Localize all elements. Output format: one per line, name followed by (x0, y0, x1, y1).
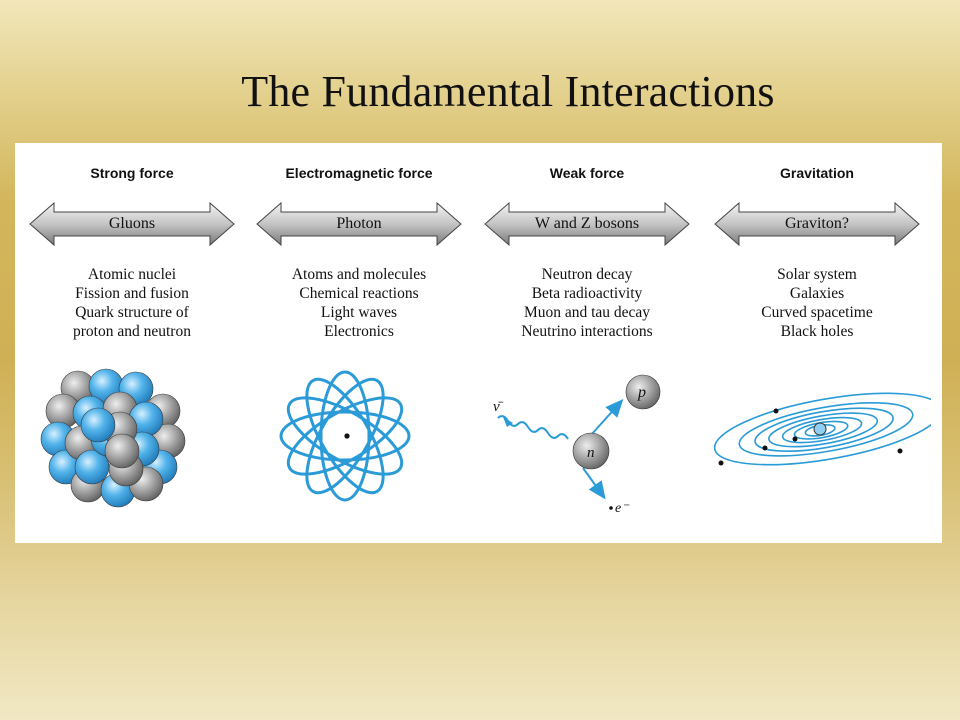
antineutrino-label: ν̄ (493, 399, 504, 415)
electromagnetic-force-column: Electromagnetic force Photon Atoms and m… (245, 143, 473, 543)
double-arrow-icon (256, 201, 462, 247)
neutron-label: n (587, 445, 595, 461)
example-item: Atomic nuclei (87, 266, 177, 283)
neutron-decay-illustration: n p ν̄ e⁻ (493, 374, 661, 516)
example-item: Neutrino interactions (521, 323, 653, 340)
example-item: Chemical reactions (299, 285, 419, 302)
proton-label: p (637, 384, 646, 401)
boson-label-electromagnetic: Photon (336, 215, 382, 232)
example-item: Black holes (780, 323, 854, 340)
boson-label-weak: W and Z bosons (534, 215, 640, 232)
example-item: Neutron decay (541, 266, 633, 283)
force-name-gravitation: Gravitation (780, 165, 854, 181)
atomic-nucleus-illustration (40, 368, 186, 508)
boson-label-strong: Gluons (108, 215, 156, 232)
boson-label-gravitation: Graviton? (785, 215, 849, 232)
example-item: Curved spacetime (761, 304, 873, 321)
example-item: Solar system (777, 266, 857, 283)
force-name-strong: Strong force (90, 165, 174, 181)
interactions-panel: Strong force Gluons Atomic nuclei Fissio… (15, 143, 942, 543)
example-item: Quark structure of (75, 304, 189, 321)
example-item: Atoms and molecules (291, 266, 427, 283)
examples-weak: Neutron decay Beta radioactivity Muon an… (473, 265, 701, 341)
example-item: Galaxies (789, 285, 845, 302)
neutron-particle (572, 432, 610, 470)
gravitation-column: Gravitation Graviton? Solar system Galax… (703, 143, 931, 543)
examples-electromagnetic: Atoms and molecules Chemical reactions L… (245, 265, 473, 341)
double-arrow-icon (29, 201, 235, 247)
sun-icon (813, 422, 827, 436)
examples-strong: Atomic nuclei Fission and fusion Quark s… (18, 265, 246, 341)
example-item: Beta radioactivity (531, 285, 643, 302)
atom-orbits-illustration (279, 370, 411, 502)
exchange-arrow-strong: Gluons (18, 201, 246, 247)
example-item: Light waves (320, 304, 398, 321)
example-item: Electronics (324, 323, 394, 340)
electron-label: e⁻ (615, 501, 630, 516)
slide-title: The Fundamental Interactions (241, 67, 775, 116)
force-name-weak: Weak force (549, 165, 625, 181)
example-item: Fission and fusion (75, 285, 189, 302)
exchange-arrow-electromagnetic: Photon (245, 201, 473, 247)
solar-system-illustration (713, 392, 931, 466)
proton-particle (625, 374, 661, 410)
exchange-arrow-gravitation: Graviton? (703, 201, 931, 247)
double-arrow-icon (484, 201, 690, 247)
force-name-electromagnetic: Electromagnetic force (285, 165, 433, 181)
examples-gravitation: Solar system Galaxies Curved spacetime B… (703, 265, 931, 341)
double-arrow-icon (714, 201, 920, 247)
example-item: Muon and tau decay (523, 304, 651, 321)
antineutrino-wave (497, 415, 569, 440)
example-item: proton and neutron (73, 323, 191, 340)
strong-force-column: Strong force Gluons Atomic nuclei Fissio… (18, 143, 246, 543)
nucleus-dot (344, 433, 350, 439)
weak-force-column: Weak force W and Z bosons Neutron decay … (473, 143, 701, 543)
exchange-arrow-weak: W and Z bosons (473, 201, 701, 247)
